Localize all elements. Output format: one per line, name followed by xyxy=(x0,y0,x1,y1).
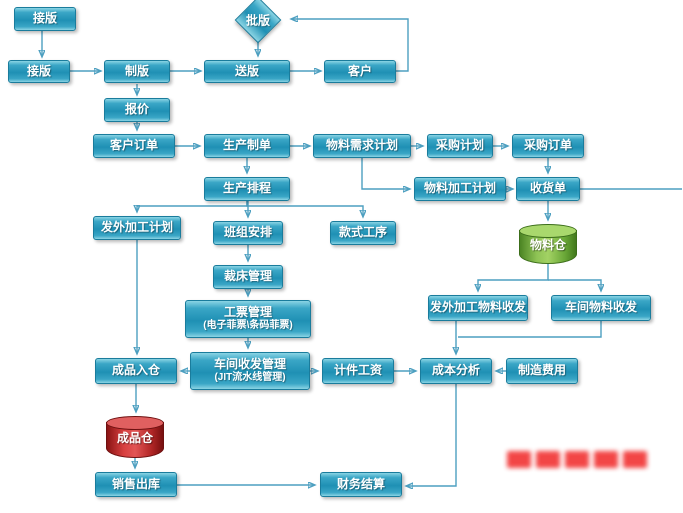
node-label: 车间收发管理 xyxy=(213,357,286,372)
node-label: 接版 xyxy=(32,11,57,26)
node-sublabel: (电子菲票\条码菲票) xyxy=(203,320,293,332)
edge-wuliaocang-to-chejianwuliao xyxy=(548,279,601,290)
flow-node-shengchan-paicheng: 生产排程 xyxy=(204,177,290,201)
node-label: 客户 xyxy=(347,63,372,78)
node-label: 财务结算 xyxy=(336,476,385,491)
flow-node-songban: 送版 xyxy=(204,60,290,83)
flow-node-xiaoshou-chuku: 销售出库 xyxy=(95,472,177,497)
flow-node-shouhuo-dan: 收货单 xyxy=(516,177,580,201)
flow-node-jieban: 接版 xyxy=(8,60,70,83)
flow-node-chengpin-cang: 成品仓 xyxy=(106,416,164,458)
node-label: 收货单 xyxy=(529,181,566,196)
flow-node-kehu: 客户 xyxy=(324,60,396,83)
flow-node-caigou-dingdan: 采购订单 xyxy=(512,134,584,158)
cylinder-top xyxy=(519,224,577,238)
watermark xyxy=(507,449,659,470)
edge-wuliaocang-to-fawaiwuliao xyxy=(478,264,549,290)
flow-node-baojia: 报价 xyxy=(104,98,170,122)
node-label: 采购订单 xyxy=(523,138,572,153)
node-label: 物料仓 xyxy=(529,238,566,253)
flow-node-jieban-top: 接版 xyxy=(14,7,76,31)
node-label: 班组安排 xyxy=(223,225,272,240)
flow-node-pipan: 批版 xyxy=(229,0,287,44)
flow-node-wuliao-xuqiu-jihua: 物料需求计划 xyxy=(313,134,411,158)
edge-chejianwuliao-merge xyxy=(458,321,602,338)
flow-node-wuliao-cang: 物料仓 xyxy=(519,224,577,264)
flow-node-chejian-shoufa-guanli: 车间收发管理 (JIT流水线管理) xyxy=(190,352,310,390)
flow-node-chengben-fenxi: 成本分析 xyxy=(420,358,492,384)
flow-node-gongpiao-guanli: 工票管理 (电子菲票\条码菲票) xyxy=(185,300,311,338)
flow-node-caichuang-guanli: 裁床管理 xyxy=(213,265,283,289)
node-label: 报价 xyxy=(124,102,149,117)
node-label: 送版 xyxy=(234,63,259,78)
node-label: 销售出库 xyxy=(111,476,160,491)
node-label: 制版 xyxy=(124,63,149,78)
node-label: 工票管理 xyxy=(223,305,272,320)
edge-kehu-to-pipan xyxy=(292,19,409,72)
node-label: 制造费用 xyxy=(517,363,566,378)
node-label: 成品仓 xyxy=(116,431,153,446)
node-label: 成本分析 xyxy=(431,363,480,378)
node-label: 采购计划 xyxy=(435,138,484,153)
flow-node-banzu-anpai: 班组安排 xyxy=(213,221,283,245)
node-label: 批版 xyxy=(245,13,270,28)
flow-node-zhiban: 制版 xyxy=(104,60,170,83)
flow-node-fawai-jiagong-jihua: 发外加工计划 xyxy=(93,216,181,240)
node-label: 客户订单 xyxy=(109,138,158,153)
flow-node-wuliao-jiagong-jihua: 物料加工计划 xyxy=(414,177,506,201)
edge-chengben-to-caiwu xyxy=(407,384,457,486)
edge-paicheng-to-kuanshi xyxy=(246,201,363,216)
node-label: 裁床管理 xyxy=(223,269,272,284)
node-label: 接版 xyxy=(26,63,51,78)
flow-node-kehu-dingdan: 客户订单 xyxy=(93,134,175,158)
flow-node-chejian-wuliao-shoufa: 车间物料收发 xyxy=(551,295,651,321)
flow-node-chengpin-rucang: 成品入仓 xyxy=(95,358,177,384)
flow-node-fawai-wuliao-shoufa: 发外加工物料收发 xyxy=(428,295,528,321)
node-label: 生产制单 xyxy=(222,138,271,153)
flow-node-kuanshi-gongxu: 款式工序 xyxy=(330,221,396,245)
node-label: 生产排程 xyxy=(222,181,271,196)
node-label: 物料需求计划 xyxy=(325,138,398,153)
flow-node-shengchan-zhidan: 生产制单 xyxy=(204,134,290,158)
flow-node-jijian-gongzi: 计件工资 xyxy=(322,358,394,384)
flow-node-zhizao-feiyong: 制造费用 xyxy=(506,358,578,384)
flow-node-caiwu-jiesuan: 财务结算 xyxy=(320,472,402,497)
node-label: 发外加工物料收发 xyxy=(429,300,526,315)
edge-paicheng-to-fawaijihua xyxy=(137,201,248,211)
node-label: 款式工序 xyxy=(338,225,387,240)
edge-wuliaoxuqiu-to-wuliaojiagong xyxy=(361,158,409,189)
node-label: 计件工资 xyxy=(333,363,382,378)
node-label: 物料加工计划 xyxy=(423,181,496,196)
node-sublabel: (JIT流水线管理) xyxy=(214,372,286,384)
node-label: 发外加工计划 xyxy=(100,220,173,235)
node-label: 车间物料收发 xyxy=(564,300,637,315)
flow-node-caigou-jihua: 采购计划 xyxy=(427,134,493,158)
node-label: 成品入仓 xyxy=(111,363,160,378)
cylinder-top xyxy=(106,416,164,430)
